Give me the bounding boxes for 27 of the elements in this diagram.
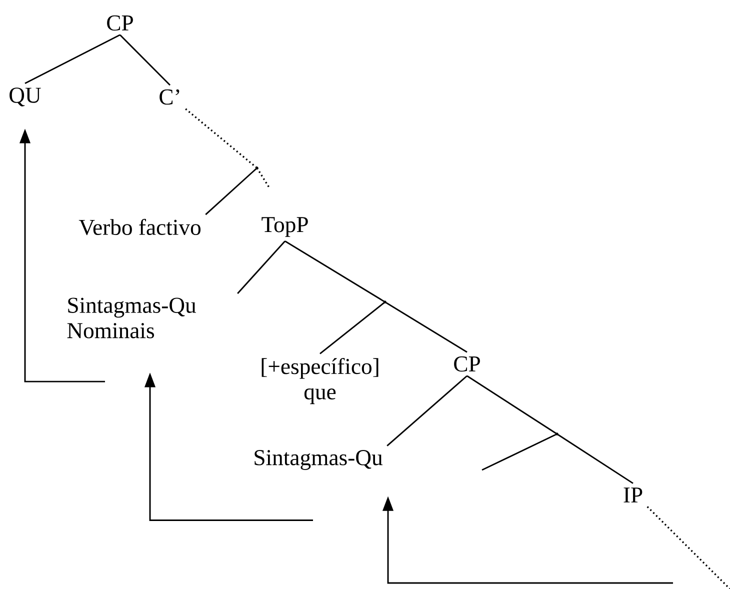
branch-point [256,166,258,170]
dotted-branch [256,168,270,188]
tree-branch [119,34,171,86]
branch-point [384,300,386,304]
node-label: CP [454,356,480,372]
tree-branch [386,375,468,446]
tree-branch [284,240,386,303]
branch-point [556,432,558,436]
tree-branch [384,301,468,353]
node-label: Sintagmas-Qu [254,450,382,470]
tree-branch [466,375,558,435]
node-label: TopP [262,217,308,237]
node-label: Verbo factivo [78,218,201,236]
tree-branch [24,34,120,84]
tree-branch [320,301,386,354]
tree-branch [482,433,558,471]
node-label: QU [10,88,41,106]
node-label: CP [107,15,133,31]
node-label: IP [624,488,642,502]
dotted-branch [185,108,258,169]
tree-branch [205,167,258,216]
dotted-branch [646,506,730,589]
node-label: Sintagmas-Qu Nominais [67,298,196,338]
tree-branch [237,240,286,294]
node-label: [+específico] que [262,358,378,404]
node-label: C’ [160,89,180,105]
tree-branch [556,433,634,484]
